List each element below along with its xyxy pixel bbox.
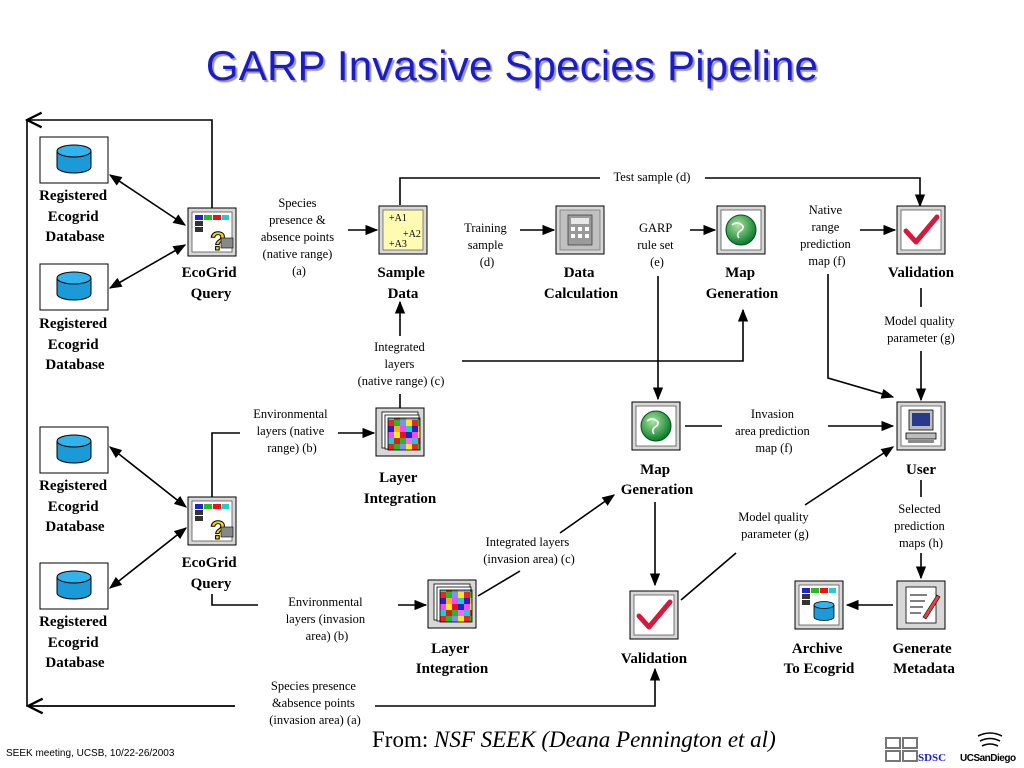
flow-label-selected-maps: Selected prediction maps (h) xyxy=(894,502,948,550)
flow-label-env-invasion: Environmental layers (invasion area) (b) xyxy=(286,595,369,643)
credit-source: NSF SEEK (Deana Pennington et al) xyxy=(433,727,776,752)
flow-label-species-native: Species presence & absence points (nativ… xyxy=(261,196,337,278)
flow-label-model-quality: Model quality parameter (g) xyxy=(884,314,958,345)
layer2-to-intinv xyxy=(477,570,521,597)
env-invasion-connector xyxy=(211,594,258,606)
sample-data-icon: +A1 +A2 +A3 xyxy=(378,205,428,255)
native-pred-to-user xyxy=(827,274,895,399)
flow-label-invasion-pred: Invasion area prediction map (f) xyxy=(735,407,813,455)
sample-data-label: Sample Data xyxy=(377,265,428,302)
sdsc-logo-icon xyxy=(885,737,918,762)
user-label: User xyxy=(906,462,936,478)
svg-text:?: ? xyxy=(210,515,226,545)
flow-label-native-pred: Native range prediction map (f) xyxy=(800,203,854,268)
query-label: EcoGrid Query xyxy=(182,265,241,302)
flow-label-training: Training sample (d) xyxy=(464,221,510,269)
query-icon: ? xyxy=(187,496,237,546)
layer-integration-label: Layer Integration xyxy=(416,641,489,677)
credit-prefix: From: xyxy=(372,727,434,752)
layer-stack-icon xyxy=(427,579,477,629)
db-label: Registered Ecogrid Database xyxy=(39,614,111,671)
calculator-icon xyxy=(555,205,605,255)
flow-label-int-invasion: Integrated layers (invasion area) (c) xyxy=(483,535,575,566)
val2-to-mq2 xyxy=(680,552,737,601)
mq2-to-user xyxy=(804,446,895,506)
intinv-to-map2 xyxy=(559,494,616,534)
connectors xyxy=(27,120,927,707)
flow-label-garp: GARP rule set (e) xyxy=(637,221,677,269)
env-native-connector xyxy=(211,432,240,497)
query-icon: ? xyxy=(187,207,237,257)
flow-label-species-invasion: Species presence &absence points (invasi… xyxy=(269,679,361,727)
db2-query1-link xyxy=(108,244,187,289)
flow-label-env-native: Environmental layers (native range) (b) xyxy=(253,407,330,455)
meeting-footer: SEEK meeting, UCSB, 10/22-26/2003 xyxy=(6,748,175,759)
database-icon xyxy=(39,426,109,474)
test-sample-connector-2 xyxy=(705,177,926,208)
int-native-to-map1 xyxy=(462,308,749,362)
db1-query1-link xyxy=(108,174,187,226)
flow-label-model-quality: Model quality parameter (g) xyxy=(738,510,812,541)
archive-icon xyxy=(794,580,844,630)
checkmark-icon xyxy=(896,205,946,255)
map-generation-label: Map Generation xyxy=(706,265,779,302)
globe-icon xyxy=(716,205,766,255)
ucsd-logo-icon xyxy=(977,732,1003,747)
db-label: Registered Ecogrid Database xyxy=(39,188,111,245)
loop-top-connector xyxy=(27,120,213,208)
database-icons xyxy=(39,136,109,610)
credit-line: From: NSF SEEK (Deana Pennington et al) xyxy=(372,727,776,753)
ucsd-logo-text: UCSanDiego xyxy=(960,753,1016,764)
db3-query2-link xyxy=(108,446,188,508)
layer-stack-icon xyxy=(375,407,425,457)
validation-label: Validation xyxy=(621,651,688,667)
species-invasion-connector xyxy=(375,667,661,707)
database-icon xyxy=(39,136,109,184)
database-icon xyxy=(39,263,109,311)
flow-label-test-sample: Test sample (d) xyxy=(614,170,691,184)
page-title: GARP Invasive Species Pipeline xyxy=(205,42,819,89)
metadata-document-icon xyxy=(896,580,946,630)
globe-icon xyxy=(631,401,681,451)
db-label: Registered Ecogrid Database xyxy=(39,316,111,373)
sdsc-logo-text: SDSC xyxy=(918,752,947,764)
sample-icon-a1: +A1 xyxy=(389,213,407,224)
query-label: EcoGrid Query xyxy=(182,555,241,592)
sample-icon-a3: +A3 xyxy=(389,239,407,250)
flow-label-int-native: Integrated layers (native range) (c) xyxy=(358,340,445,388)
map-generation-label: Map Generation xyxy=(621,462,694,498)
svg-text:?: ? xyxy=(210,226,226,256)
flow-labels: Species presence & absence points (nativ… xyxy=(253,170,958,727)
node-labels: Registered Ecogrid Database Registered E… xyxy=(39,188,955,677)
data-calculation-label: Data Calculation xyxy=(544,265,619,302)
database-icon xyxy=(39,562,109,610)
db-label: Registered Ecogrid Database xyxy=(39,478,111,535)
archive-label: Archive To Ecogrid xyxy=(784,641,855,677)
checkmark-icon xyxy=(629,590,679,640)
test-sample-connector xyxy=(399,177,600,205)
layer-integration-label: Layer Integration xyxy=(364,470,437,507)
generate-metadata-label: Generate Metadata xyxy=(893,641,956,677)
db4-query2-link xyxy=(108,527,188,589)
validation-label: Validation xyxy=(888,265,955,281)
sample-icon-a2: +A2 xyxy=(403,229,421,240)
computer-icon xyxy=(896,401,946,451)
